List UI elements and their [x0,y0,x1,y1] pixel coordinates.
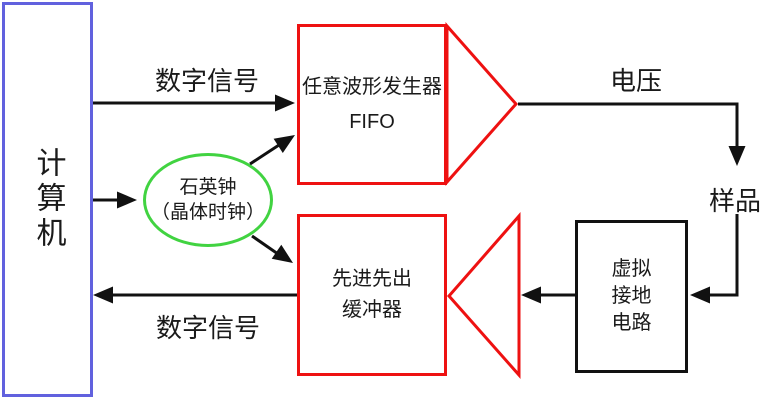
virtual-ground-label-line1: 虚拟 [611,258,652,280]
fifo-buffer-label-line1: 先进先出 [332,268,412,290]
arrowhead-down-icon [728,146,746,166]
waveform-generator-label: 任意波形发生器 [302,76,442,99]
arrowhead-left-icon [690,286,710,304]
wire-clock-to-generator [249,143,280,166]
wire-sample-to-ground [708,214,739,297]
wire-voltage [518,102,739,148]
fifo-buffer-node: 先进先出 缓冲器 [297,214,447,376]
sample-label: 样品 [708,186,760,216]
fifo-buffer-label-line2: 缓冲器 [342,299,402,321]
input-amplifier-icon [447,212,521,379]
digital-signal-bottom-label: 数字信号 [155,313,260,343]
computer-label: 计算机 [31,147,65,252]
virtual-ground-node: 虚拟 接地 电路 [575,220,688,373]
digital-signal-top-label: 数字信号 [154,66,259,96]
virtual-ground-label-line2: 接地 [611,285,652,307]
voltage-label: 电压 [609,66,662,96]
quartz-clock-label-line1: 石英钟 [179,176,237,198]
quartz-clock-node: 石英钟 （晶体时钟） [143,153,273,247]
arrowhead-left-icon [93,286,113,304]
quartz-clock-label-line2: （晶体时钟） [150,202,265,223]
arrowhead-diagonal-icon [271,244,293,263]
arrowhead-right-icon [117,191,137,209]
computer-node: 计算机 [2,2,93,397]
virtual-ground-label-line3: 电路 [611,312,652,334]
arrowhead-left-icon [521,286,541,304]
arrowhead-diagonal-icon [273,135,295,153]
waveform-generator-node: 任意波形发生器 FIFO [297,24,447,185]
wire-clock-to-buffer [251,234,279,256]
output-amplifier-icon [445,22,519,186]
waveform-generator-fifo-label: FIFO [349,110,395,133]
